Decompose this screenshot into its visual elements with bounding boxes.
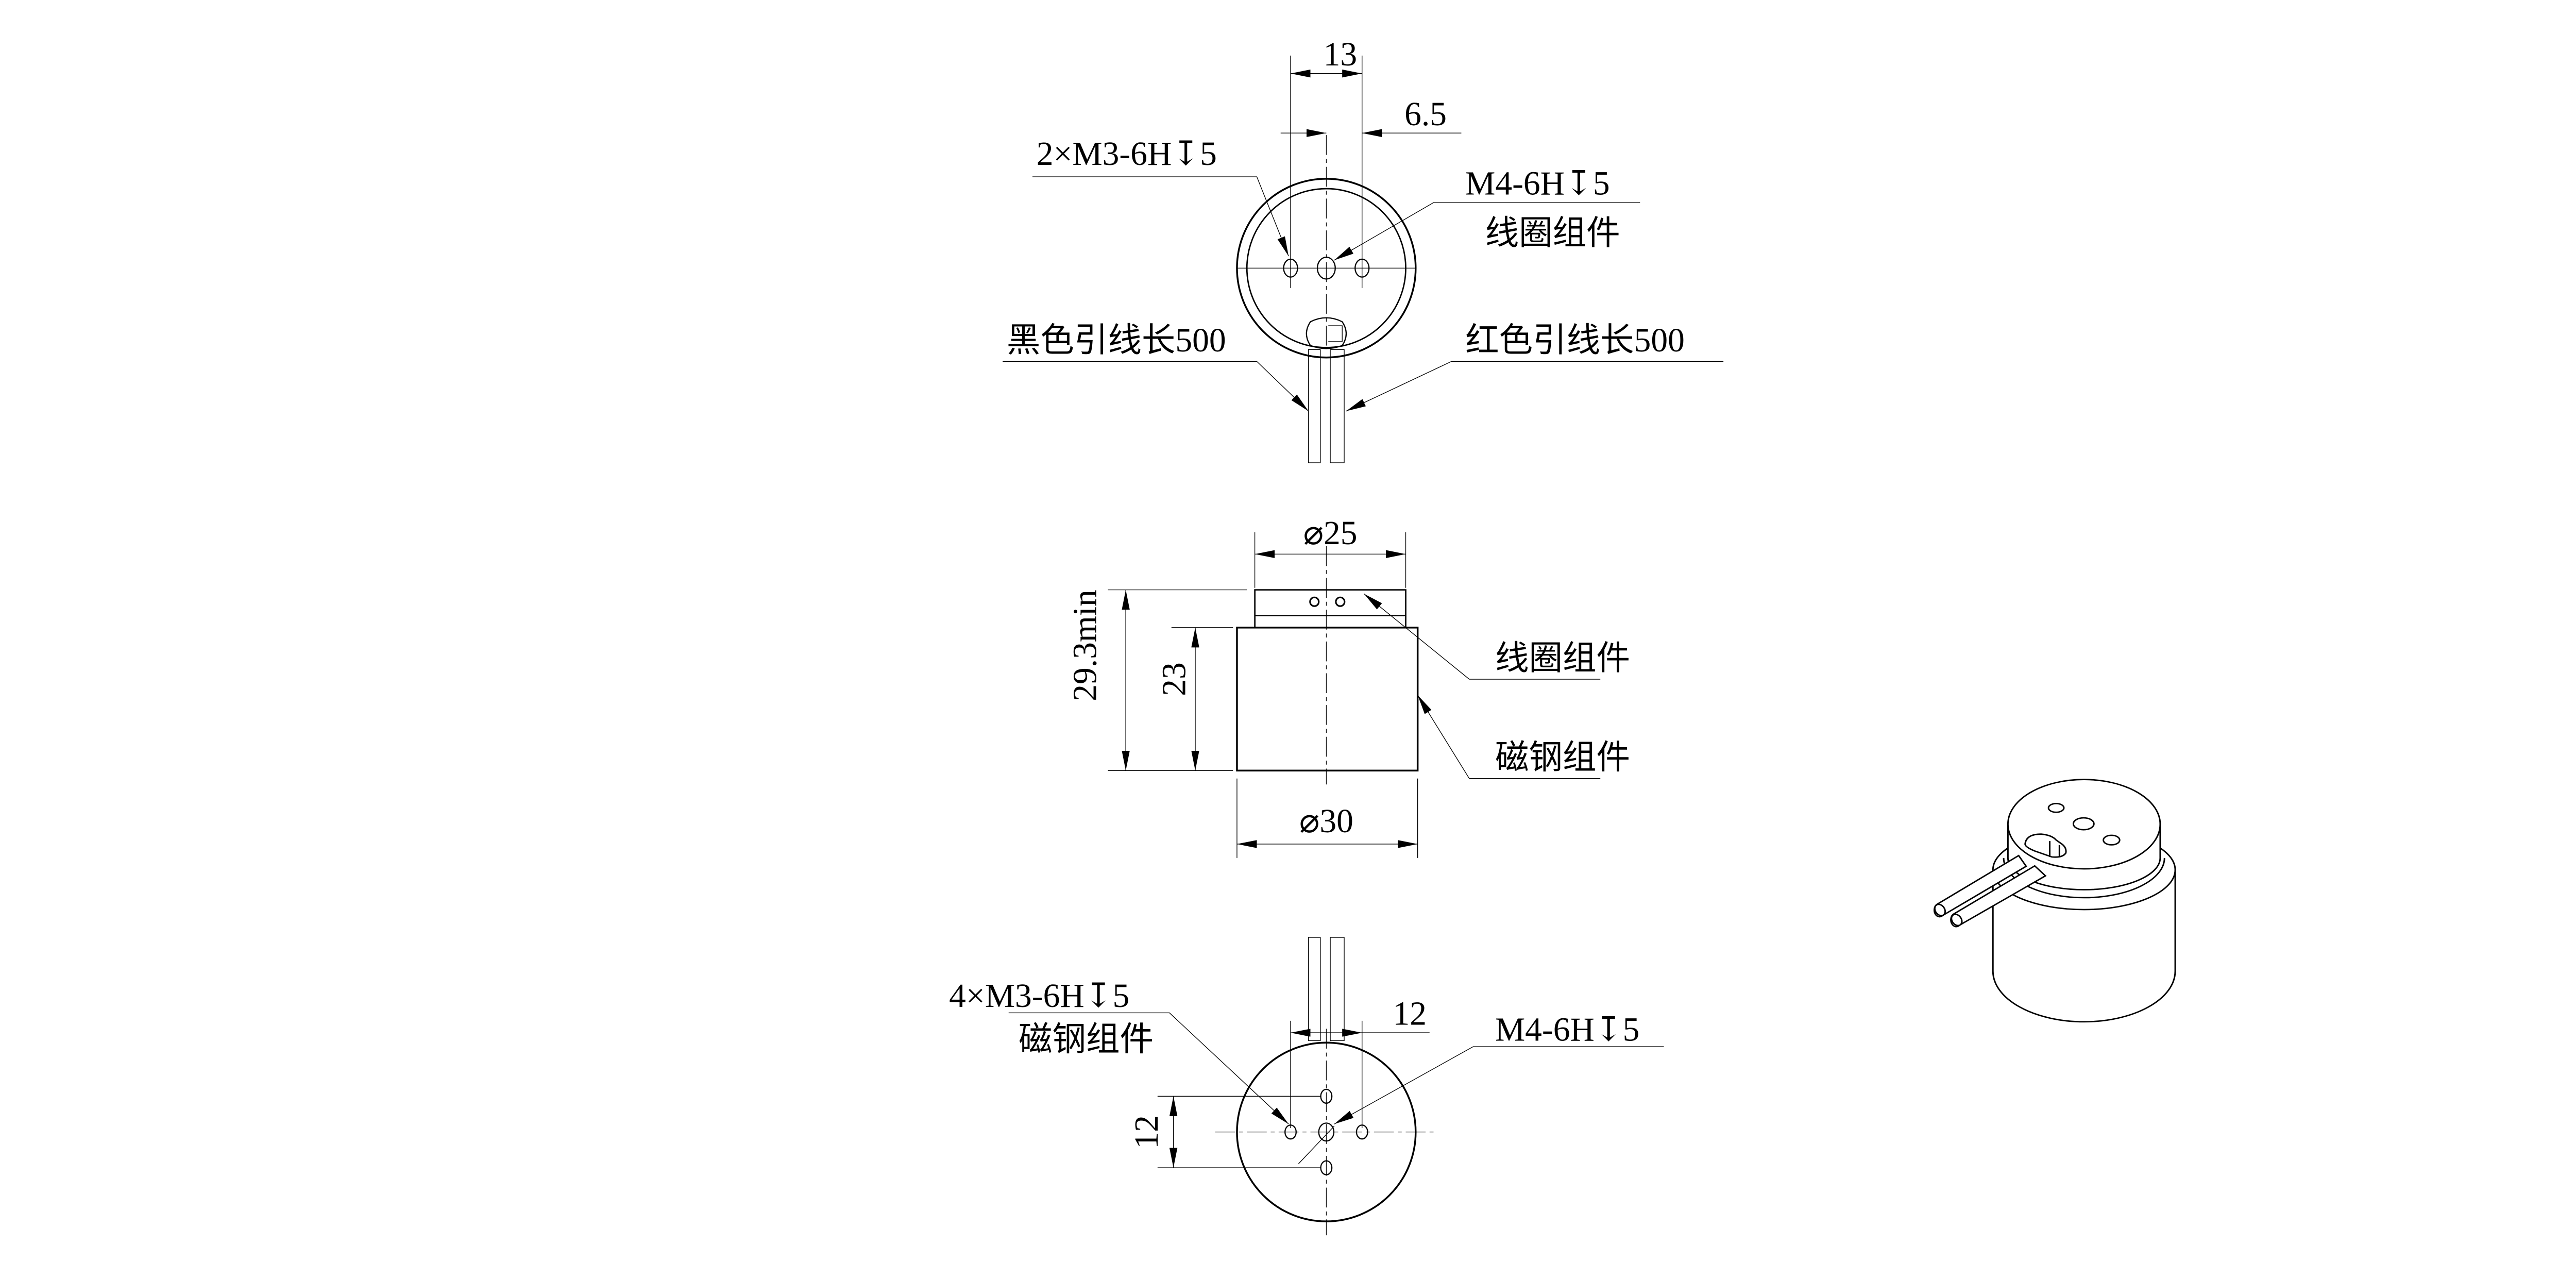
- coil-assembly-outline: [1254, 589, 1406, 629]
- lead-wire: [1330, 937, 1345, 1041]
- dim-body-diameter: ⌀30: [1299, 803, 1353, 840]
- label-coil-assembly: 线圈组件: [1495, 640, 1630, 677]
- lead-slot: [2024, 833, 2067, 858]
- lead-wire: [1308, 937, 1321, 1041]
- m3-hole: [1320, 1160, 1333, 1175]
- leader-m4: [1334, 202, 1640, 261]
- label-m4-hole: M4-6H↧5: [1465, 165, 1610, 203]
- lead-wire-end: [1951, 913, 1963, 927]
- m4-hole: [1316, 256, 1336, 280]
- dim-body-height: 23: [1156, 662, 1193, 696]
- magnet-inner-rim: [2003, 857, 2165, 899]
- side-view: ⌀25 ⌀30 29.3min 23 线圈组件 磁钢组件: [1066, 515, 1630, 858]
- coil-top-face: [2007, 779, 2161, 870]
- m4-hole: [1318, 1122, 1335, 1142]
- lead-wire-end: [1934, 903, 1946, 917]
- dim-hole-spacing: 13: [1324, 36, 1358, 73]
- red-lead-wire: [1330, 349, 1345, 463]
- dim-center-offset: 6.5: [1404, 96, 1447, 133]
- lead-slot: [1306, 317, 1347, 349]
- dim-coil-diameter: ⌀25: [1303, 515, 1358, 552]
- leader-m3: [1032, 176, 1289, 257]
- hole: [2047, 802, 2065, 813]
- label-red-lead: 红色引线长500: [1465, 322, 1685, 359]
- leader-black-lead: [1003, 361, 1309, 412]
- leader-red-lead: [1346, 361, 1724, 412]
- magnet-assembly-outline: [1236, 627, 1419, 772]
- dim-horizontal: 12: [1393, 996, 1427, 1033]
- label-coil-assembly: 线圈组件: [1485, 215, 1620, 252]
- label-magnet-assembly: 磁钢组件: [1495, 739, 1630, 776]
- black-lead-wire: [1308, 349, 1321, 463]
- bottom-view: 12 12 4×M3-6H↧5 磁钢组件 M4-6H↧5: [949, 937, 1664, 1236]
- leader-coil: [1364, 593, 1601, 680]
- label-black-lead: 黑色引线长500: [1007, 322, 1226, 359]
- isometric-view: [1933, 779, 2176, 1023]
- leader-m4: [1334, 1046, 1664, 1124]
- side-hole: [1335, 596, 1346, 607]
- dim-total-height: 29.3min: [1066, 590, 1104, 701]
- leader-magnet: [1417, 695, 1601, 779]
- label-m3-holes: 2×M3-6H↧5: [1037, 136, 1217, 173]
- label-m3-holes: 4×M3-6H↧5: [949, 978, 1129, 1015]
- top-view: 13 6.5 2×M3-6H↧5 M4-6H↧5 线圈组件 黑色引线长500 红…: [1003, 36, 1724, 463]
- label-m4-hole: M4-6H↧5: [1495, 1011, 1640, 1048]
- leader-m3: [1008, 1012, 1289, 1124]
- lead-slot-detail: [1328, 325, 1343, 342]
- hole: [2103, 834, 2121, 846]
- side-hole: [1309, 596, 1320, 607]
- hole: [2072, 817, 2095, 831]
- dim-vertical: 12: [1128, 1115, 1165, 1149]
- m3-hole: [1320, 1088, 1333, 1104]
- label-magnet-assembly: 磁钢组件: [1019, 1021, 1154, 1058]
- leader-m4-tail: [1298, 1125, 1335, 1164]
